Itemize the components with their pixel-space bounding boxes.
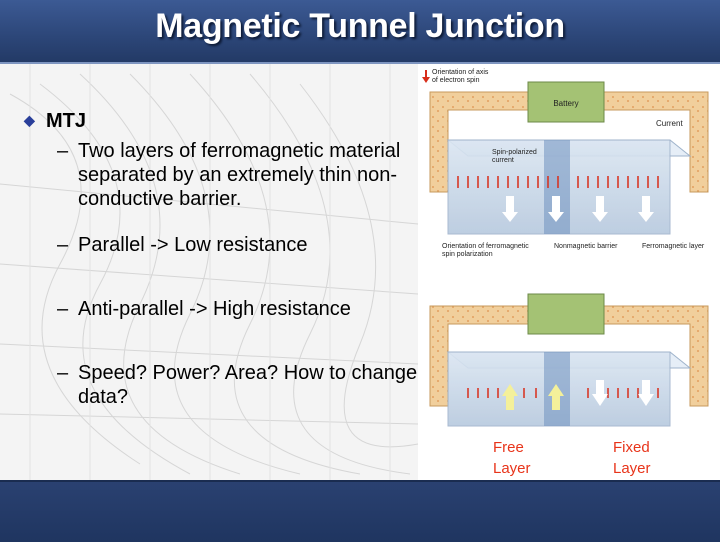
subpoint-1: – Two layers of ferromagnetic material s… — [24, 139, 419, 211]
fixed-layer-down-arrows — [592, 380, 654, 406]
footer-bar — [0, 480, 720, 542]
subpoint-4: – Speed? Power? Area? How to change data… — [24, 361, 419, 409]
fixed-layer-label: Fixed Layer — [613, 439, 651, 477]
dash-bullet: – — [57, 140, 69, 162]
battery-label: Battery — [553, 99, 578, 108]
slide-content: ◆ MTJ – Two layers of ferromagnetic mate… — [0, 64, 720, 480]
bullet-list: ◆ MTJ – Two layers of ferromagnetic mate… — [24, 110, 419, 409]
subpoint-2: – Parallel -> Low resistance — [24, 233, 419, 257]
battery-2 — [527, 293, 605, 335]
subpoint-3-text: Anti-parallel -> High resistance — [78, 298, 351, 320]
background-pattern — [0, 64, 419, 480]
battery — [527, 81, 605, 123]
ferromagnetic-layer-label: Ferromagnetic layer — [642, 243, 705, 250]
top-mtj-diagram: Orientation of axis of electron spin Bat… — [422, 69, 709, 258]
subpoint-4-text: Speed? Power? Area? How to change data? — [78, 362, 418, 408]
subpoint-3: – Anti-parallel -> High resistance — [24, 297, 419, 321]
current-label: Current — [656, 119, 683, 128]
current-wire-2 — [429, 305, 709, 407]
mtj-diagram: Orientation of axis of electron spin Bat… — [422, 69, 709, 427]
spin-polarized-label-2: current — [492, 157, 514, 164]
dash-bullet: – — [57, 362, 69, 384]
dash-bullet: – — [57, 234, 69, 256]
bottom-mtj-diagram — [429, 293, 709, 427]
spin-axis-legend: Orientation of axis of electron spin — [422, 69, 489, 84]
diamond-bullet-icon: ◆ — [24, 112, 35, 128]
current-wire — [429, 91, 709, 193]
subpoint-2-text: Parallel -> Low resistance — [78, 234, 308, 256]
legend-label-line1: Orientation of axis — [432, 69, 489, 76]
orientation-label-1: Orientation of ferromagnetic — [442, 243, 529, 250]
subpoint-1-text: Two layers of ferromagnetic material sep… — [78, 140, 401, 210]
spin-polarized-label-1: Spin-polarized — [492, 149, 537, 156]
bullet-mtj: ◆ MTJ — [24, 110, 419, 133]
bullet-mtj-text: MTJ — [46, 110, 86, 132]
nonmagnetic-barrier-label: Nonmagnetic barrier — [554, 243, 618, 250]
free-layer-up-arrows — [502, 384, 564, 410]
spin-polarization-arrows — [502, 196, 654, 222]
dash-bullet: – — [57, 298, 69, 320]
spin-arrow-row — [457, 176, 659, 188]
title-bar: Magnetic Tunnel Junction — [0, 0, 720, 64]
legend-label-line2: of electron spin — [432, 77, 480, 84]
orientation-label-2: spin polarization — [442, 251, 493, 258]
free-layer-label: Free Layer — [493, 439, 531, 477]
slide-title: Magnetic Tunnel Junction — [155, 7, 565, 45]
